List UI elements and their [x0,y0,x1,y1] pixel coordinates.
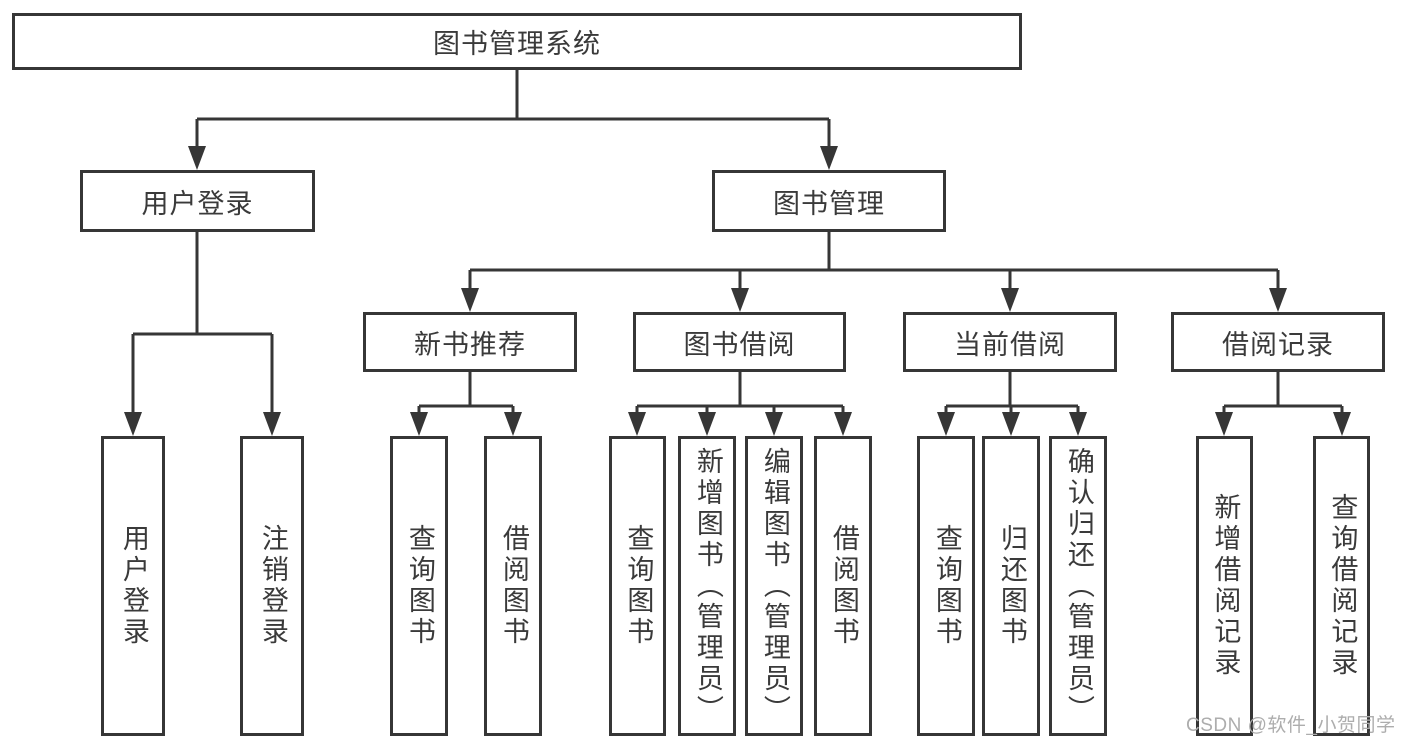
leaf-label: 新增借阅记录 [1210,493,1241,679]
leaf-label: 查询图书 [404,524,435,648]
node-label: 图书管理 [773,188,885,219]
node-root: 图书管理系统 [12,13,1022,70]
node-current-borrow: 当前借阅 [903,312,1117,372]
leaf-current-return-books: 归还图书 [982,436,1040,736]
leaf-label: 借阅图书 [828,524,859,648]
leaf-recommend-borrow-books: 借阅图书 [484,436,542,736]
node-label: 新书推荐 [414,329,526,360]
node-label: 图书借阅 [683,329,796,360]
leaf-label: 编辑图书（管理员） [759,446,790,726]
leaf-borrow-query-books: 查询图书 [609,436,666,736]
leaf-borrow-edit-books-admin: 编辑图书（管理员） [745,436,803,736]
leaf-label: 借阅图书 [498,524,529,648]
leaf-label: 新增图书（管理员） [692,446,723,726]
node-new-book-recommend: 新书推荐 [363,312,577,372]
leaf-borrow-borrow-books: 借阅图书 [814,436,872,736]
node-user-login: 用户登录 [80,170,315,232]
leaf-label: 用户登录 [118,524,149,648]
node-label: 借阅记录 [1222,329,1334,360]
leaf-label: 查询借阅记录 [1327,493,1358,679]
leaf-label: 注销登录 [257,524,288,648]
leaf-label: 查询图书 [623,524,654,648]
leaf-records-add-borrow-record: 新增借阅记录 [1196,436,1253,736]
leaf-recommend-query-books: 查询图书 [390,436,448,736]
node-label: 当前借阅 [954,329,1066,360]
leaf-current-confirm-return-admin: 确认归还（管理员） [1049,436,1107,736]
csdn-watermark: CSDN @软件_小贺同学 [1186,715,1396,736]
node-label: 图书管理系统 [433,29,601,59]
leaf-label: 确认归还（管理员） [1063,446,1094,726]
node-book-borrow: 图书借阅 [633,312,846,372]
node-book-management: 图书管理 [712,170,946,232]
leaf-current-query-books: 查询图书 [917,436,975,736]
leaf-borrow-add-books-admin: 新增图书（管理员） [678,436,736,736]
leaf-user-login: 用户登录 [101,436,165,736]
node-label: 用户登录 [141,188,254,219]
leaf-label: 查询图书 [931,524,962,648]
leaf-records-query-borrow-record: 查询借阅记录 [1313,436,1370,736]
leaf-logout: 注销登录 [240,436,304,736]
node-borrow-records: 借阅记录 [1171,312,1385,372]
leaf-label: 归还图书 [996,524,1027,648]
